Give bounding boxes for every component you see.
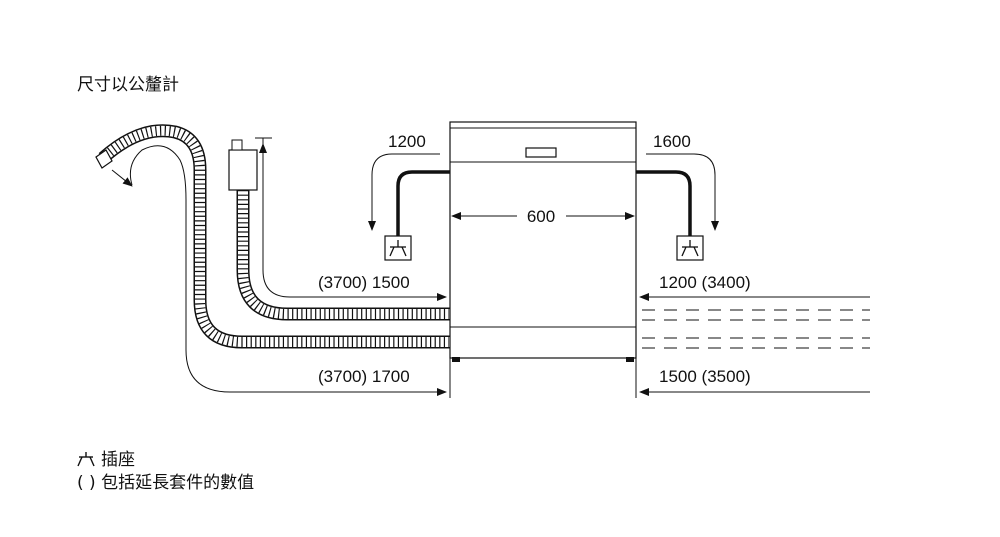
outlet-left [384,235,412,261]
legend-outlet: 插座 [77,445,135,470]
right-lower-label: 1500 (3500) [659,367,751,386]
foot-left [452,357,460,362]
legend-parentheses: ( ) 包括延長套件的數值 [77,473,255,493]
foot-right [626,357,634,362]
legend-outlet-label: 插座 [101,450,135,470]
dishwasher-body [449,121,637,362]
unit-note: 尺寸以公釐計 [77,75,179,95]
aquastop-valve [228,149,258,191]
left-connection-dimension: 1200 [368,132,440,231]
right-connection-dimension: 1600 [646,132,719,231]
drain-dimension: (3700) 1500 [255,137,447,301]
control-panel-display [525,147,557,158]
power-cord-right [636,170,692,236]
width-dimension: 600 [451,207,635,226]
width-label: 600 [527,207,555,226]
inlet-dimension: (3700) 1700 [111,145,447,396]
hose-connector [95,149,113,169]
left-connection-label: 1200 [388,132,426,151]
extension-dashes [642,309,870,349]
power-cord-left [396,170,450,236]
right-upper-label: 1200 (3400) [659,273,751,292]
outlet-right [676,235,704,261]
right-connection-label: 1600 [653,132,691,151]
right-lower-dimension: 1500 (3500) [639,367,870,396]
inlet-hose [95,124,450,349]
inlet-hose-label: (3700) 1700 [318,367,410,386]
outlet-icon [77,452,95,467]
drain-hose-label: (3700) 1500 [318,273,410,292]
drain-hose [228,139,450,321]
right-upper-dimension: 1200 (3400) [639,273,870,301]
